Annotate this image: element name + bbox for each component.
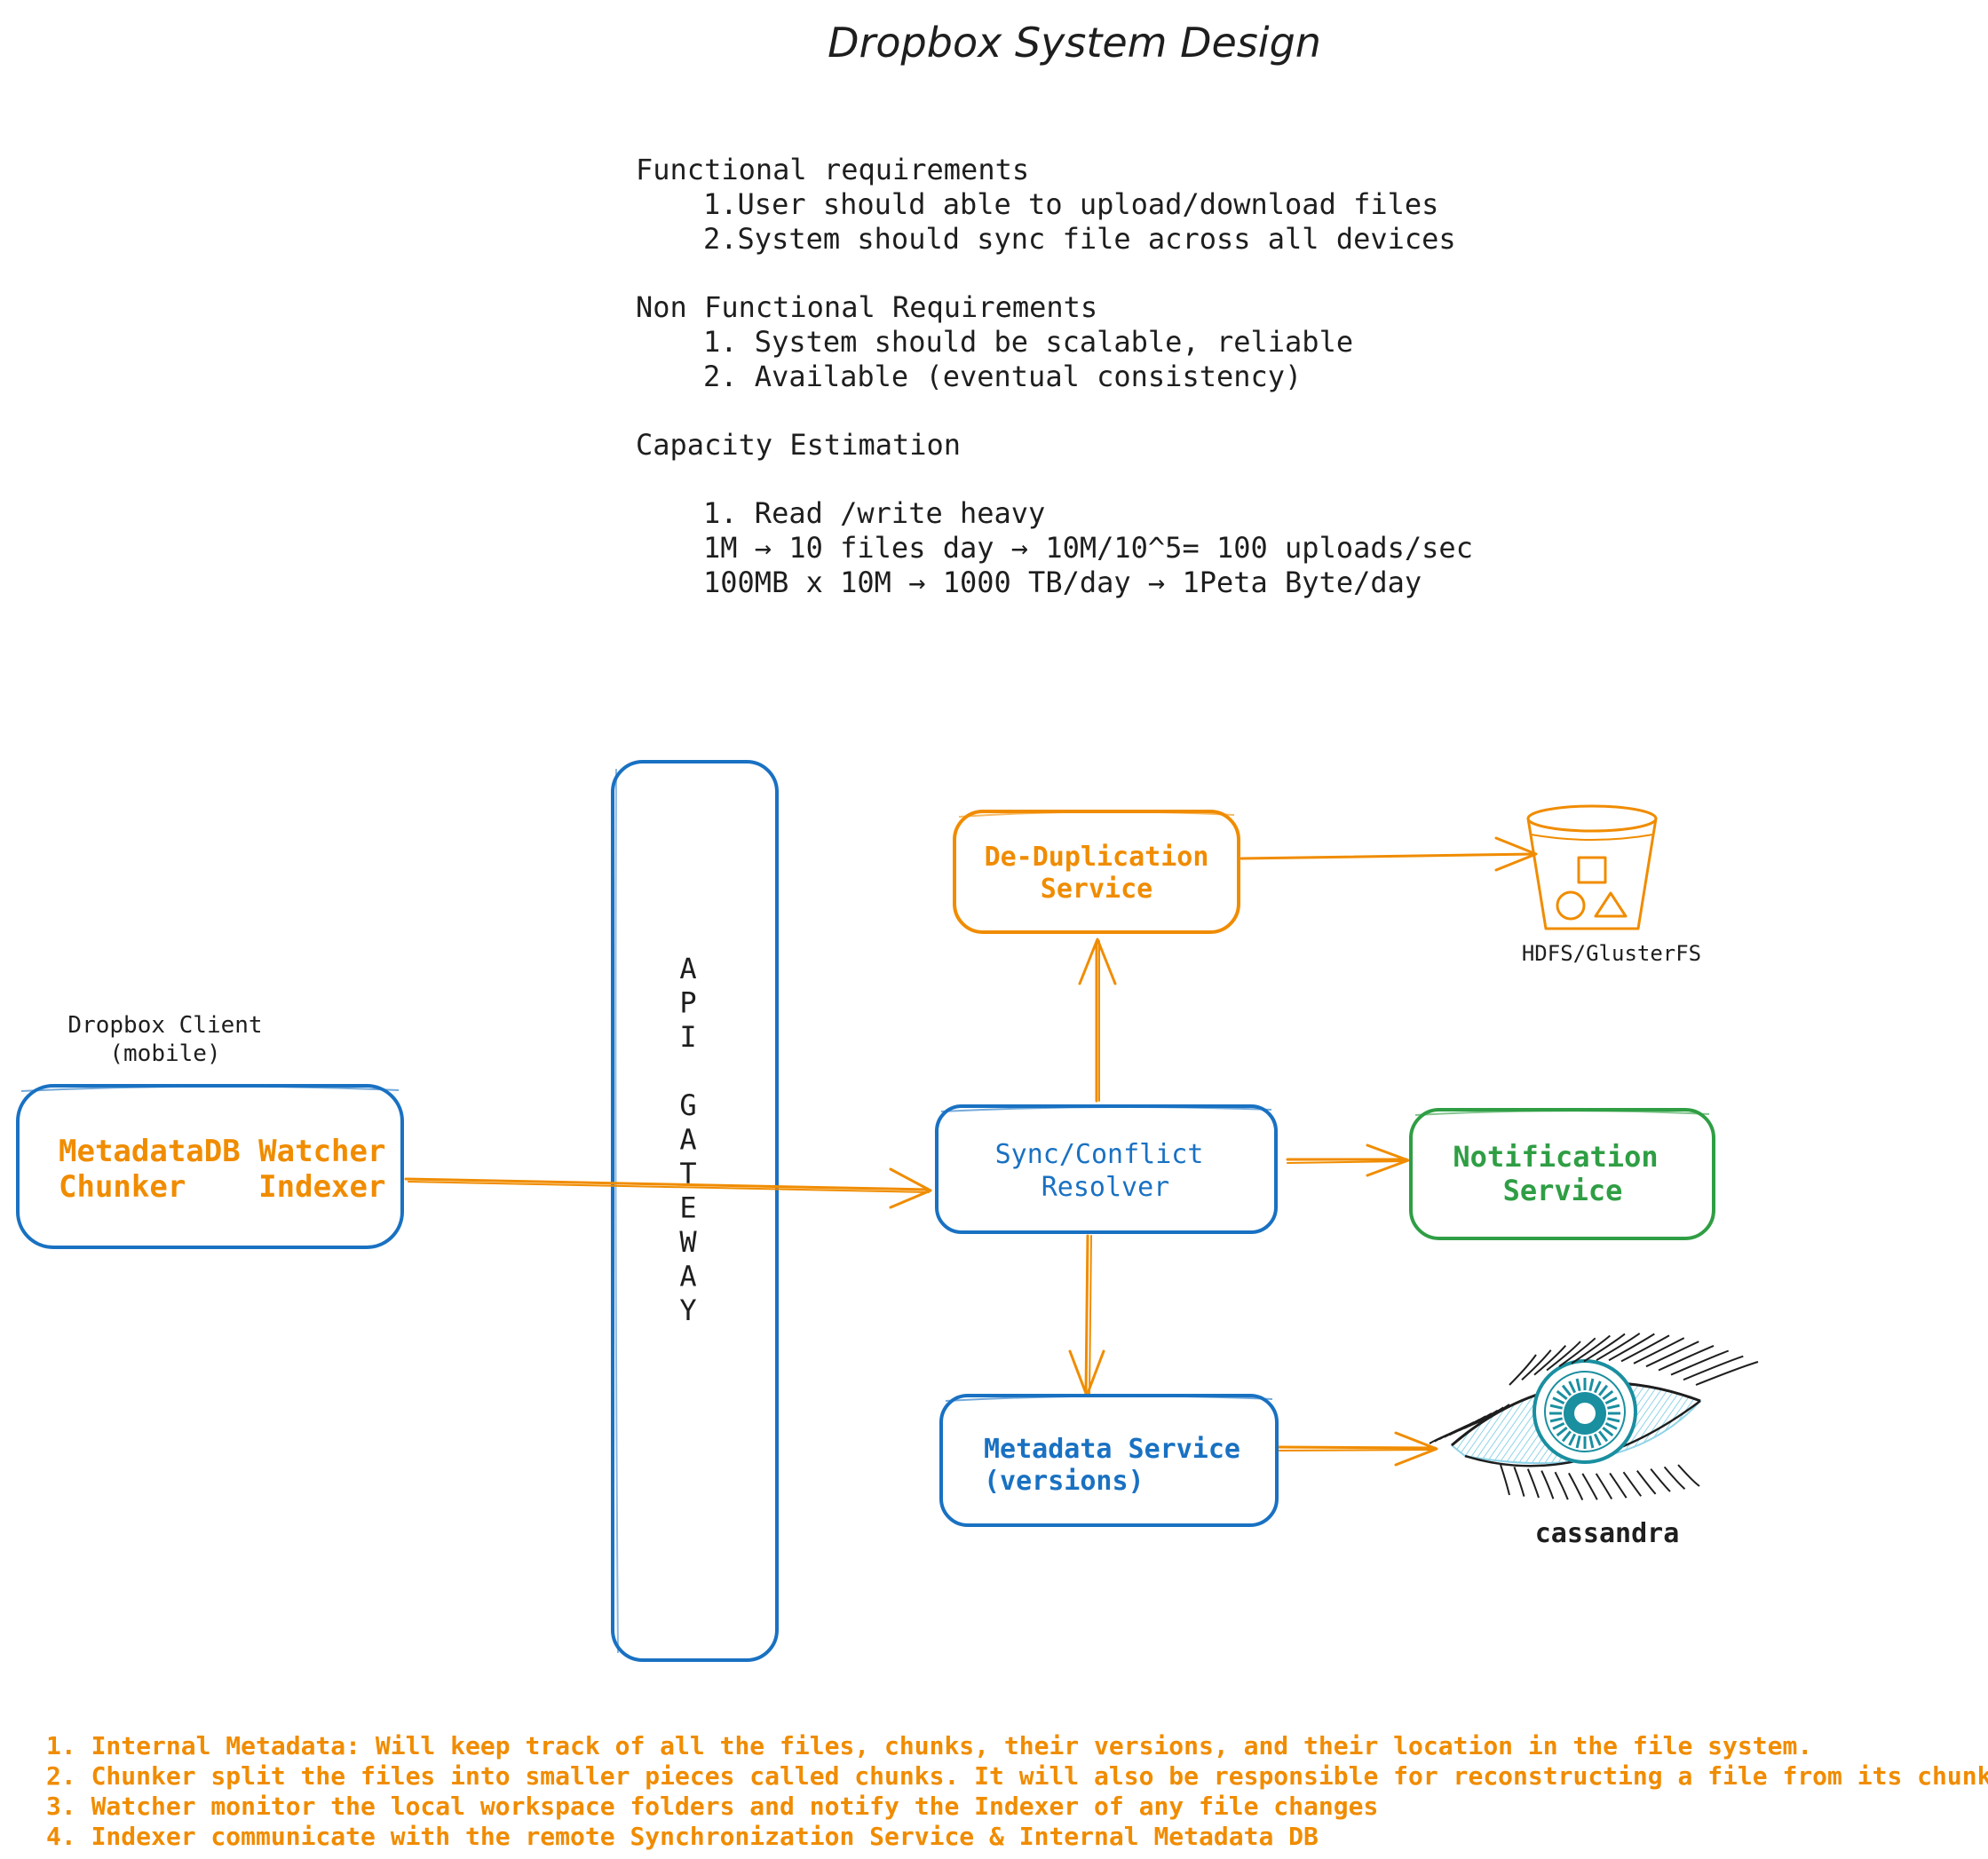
nonfunctional-item: 1. System should be scalable, reliable [703,325,1353,359]
arrowhead [1366,1143,1410,1177]
api-gateway-letter: W [679,1225,697,1259]
notes-list: 1. Internal Metadata: Will keep track of… [46,1731,1988,1851]
client-components: Chunker Indexer [59,1169,385,1205]
arrowhead [889,1167,932,1209]
note-item: 3. Watcher monitor the local workspace f… [46,1792,1378,1821]
metadata-label-sub: (versions) [984,1466,1144,1497]
dedup-label: De-Duplication [985,842,1209,873]
metadata-label: Metadata Service [984,1434,1240,1465]
api-gateway-letter: G [679,1088,696,1122]
api-gateway-letter: E [679,1191,696,1225]
api-gateway-letter: A [679,1123,696,1157]
notification-label: Notification [1453,1140,1658,1174]
dedup-service[interactable]: De-Duplication Service [953,810,1240,934]
connector-arrows [404,836,1538,1467]
api-gateway-letter: A [679,952,696,985]
arrow-metadata-to-cassandra [1277,1445,1437,1450]
nonfunctional-heading: Non Functional Requirements [636,290,1097,324]
sync-label-sub: Resolver [1042,1172,1170,1203]
arrowhead [1494,836,1538,872]
capacity-item: 1. Read /write heavy [703,496,1045,530]
api-gateway-letter: Y [679,1293,696,1327]
dropbox-client[interactable]: Dropbox Client (mobile) MetadataDB Watch… [16,1012,404,1249]
arrowhead [1394,1431,1438,1467]
client-components: MetadataDB Watcher [59,1134,385,1169]
client-caption-sub: (mobile) [109,1040,220,1067]
notification-service[interactable]: Notification Service [1409,1108,1715,1240]
bucket-icon [1526,804,1658,930]
dedup-label-sub: Service [1041,874,1152,905]
metadata-service[interactable]: Metadata Service (versions) [939,1394,1279,1527]
client-caption: Dropbox Client [67,1012,262,1039]
capacity-heading: Capacity Estimation [636,428,961,462]
note-item: 1. Internal Metadata: Will keep track of… [46,1731,1812,1760]
arrow-sync-to-metadata [1084,1234,1089,1396]
arrow-dedup-to-hdfs [1240,852,1536,860]
api-gateway-letter: P [679,986,696,1020]
capacity-item: 100MB x 10M → 1000 TB/day → 1Peta Byte/d… [703,566,1422,599]
note-item: 4. Indexer communicate with the remote S… [46,1822,1319,1851]
api-gateway-box [611,760,779,1662]
arrowhead [1078,937,1117,985]
functional-heading: Functional requirements [636,153,1029,186]
capacity-item: 1M → 10 files day → 10M/10^5= 100 upload… [703,531,1473,565]
api-gateway-letter: I [679,1020,696,1054]
notification-label-sub: Service [1503,1174,1623,1207]
diagram-title: Dropbox System Design [828,19,1321,67]
requirements-block: Functional requirements 1.User should ab… [636,153,1473,599]
cassandra-label: cassandra [1535,1518,1680,1549]
functional-item: 1.User should able to upload/download fi… [703,187,1438,221]
cassandra-eye-icon [1429,1333,1759,1501]
hdfs-label: HDFS/GlusterFS [1522,941,1701,966]
functional-item: 2.System should sync file across all dev… [703,222,1456,256]
api-gateway-letter: A [679,1260,696,1293]
sync-conflict-resolver[interactable]: Sync/Conflict Resolver [935,1104,1278,1234]
sync-label: Sync/Conflict [995,1139,1204,1170]
notification-box [1409,1108,1715,1240]
arrow-client-to-sync [404,1177,930,1191]
nonfunctional-item: 2. Available (eventual consistency) [703,360,1302,393]
api-gateway-letter: T [679,1157,696,1191]
note-item: 2. Chunker split the files into smaller … [46,1761,1988,1791]
